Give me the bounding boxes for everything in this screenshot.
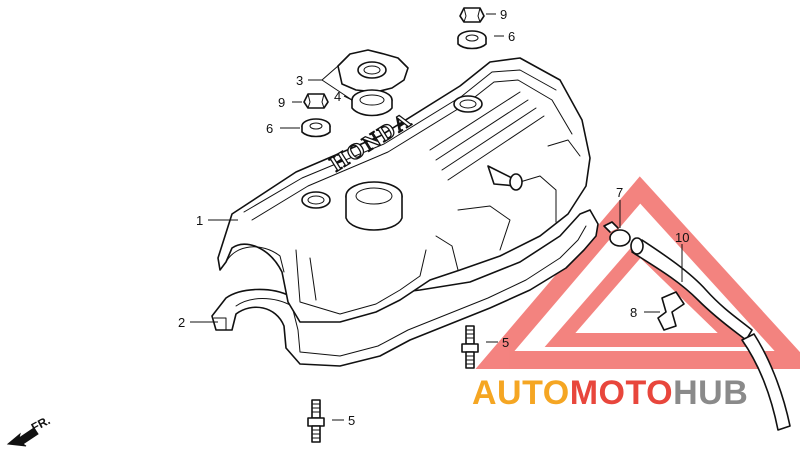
hose-clamp-upper [603, 221, 631, 247]
callout-5-right: 5 [502, 335, 509, 350]
hose-clip [657, 291, 685, 331]
stud-bolt-right [461, 325, 479, 369]
oil-filler-cap [337, 49, 409, 93]
svg-text:AUTOMOTOHUB: AUTOMOTOHUB [472, 374, 748, 412]
callout-10: 10 [675, 230, 689, 245]
watermark-moto: MOTO [570, 374, 673, 412]
callout-2: 2 [178, 315, 185, 330]
watermark-text: AUTOMOTOHUB [472, 374, 748, 412]
washer-lower [301, 118, 331, 138]
callout-numbers: 1 2 3 4 5 5 6 6 7 8 9 9 10 [178, 7, 689, 428]
breather-hose [630, 237, 791, 431]
washer-upper [457, 30, 487, 50]
callout-6-upper: 6 [508, 29, 515, 44]
callout-4: 4 [334, 89, 341, 104]
leader-lines [190, 13, 683, 421]
watermark-hub: HUB [673, 374, 748, 412]
nut-lower [303, 93, 329, 109]
stud-bolt-lower [307, 399, 325, 443]
callout-1: 1 [196, 213, 203, 228]
front-direction-indicator: FR. [6, 413, 52, 447]
watermark-triangle-logo [475, 176, 800, 369]
callout-9-lower: 9 [278, 95, 285, 110]
nut-upper [459, 7, 485, 23]
head-cover-gasket [211, 209, 599, 367]
callout-8: 8 [630, 305, 637, 320]
oil-filler-cap-seal [351, 89, 393, 117]
callout-3: 3 [296, 73, 303, 88]
callout-9-upper: 9 [500, 7, 507, 22]
callout-7: 7 [616, 185, 623, 200]
callout-6-lower: 6 [266, 121, 273, 136]
front-arrow-icon [6, 427, 39, 447]
watermark-auto: AUTO [472, 374, 570, 412]
callout-5-lower: 5 [348, 413, 355, 428]
